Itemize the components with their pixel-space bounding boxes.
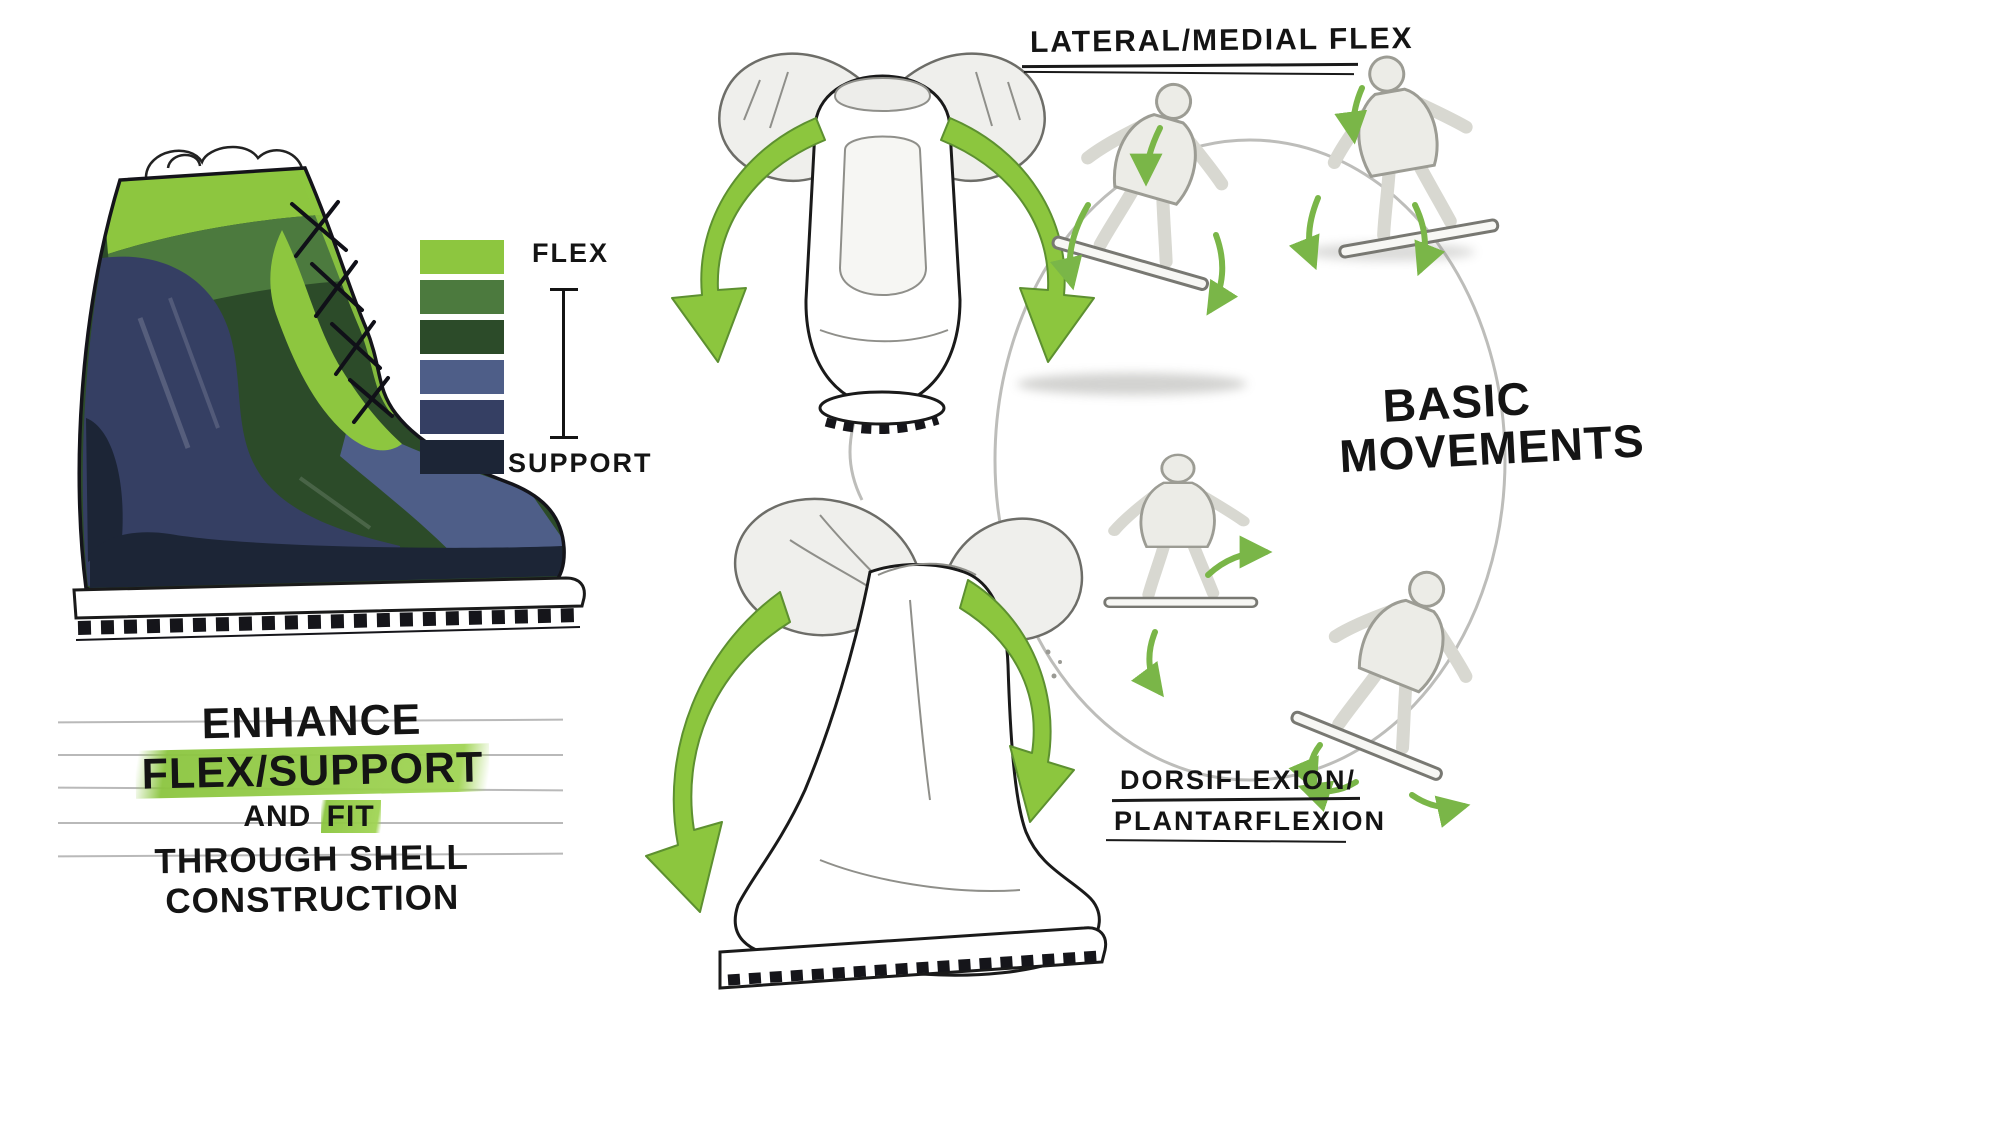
legend-swatch-navy <box>420 400 504 434</box>
snowboarder-top-left <box>1052 64 1258 291</box>
movement-cycle-ring <box>993 138 1507 782</box>
basic-movements-label: BASIC MOVEMENTS <box>1336 372 1646 482</box>
legend-swatch-support-dark-navy <box>420 440 504 474</box>
legend-scale-line <box>562 288 565 438</box>
rule-line <box>58 822 563 824</box>
flex-support-boot-illustration <box>72 145 586 641</box>
legend-swatch-flex-light-green <box>420 240 504 274</box>
legend-swatch-slate-blue <box>420 360 504 394</box>
lateral-flex-arrow-left <box>671 117 826 363</box>
medial-flex-arrow-right <box>940 117 1095 363</box>
legend-scale-bottom-cap <box>550 436 578 439</box>
caption-flex-support-highlight: FLEX/SUPPORT <box>135 743 490 799</box>
caption-fit-highlight: FIT <box>320 800 381 833</box>
caption-and: AND <box>243 800 312 833</box>
caption-enhance: ENHANCE <box>201 695 422 749</box>
boot-back-view <box>671 52 1095 435</box>
flex-support-legend <box>420 240 504 480</box>
boot-laces <box>290 200 394 424</box>
snowboarder-bottom-right <box>1290 545 1510 781</box>
boot-sole <box>72 576 586 641</box>
caption-line-1: ENHANCE FLEX/SUPPORT <box>51 693 573 802</box>
basic-movements-diagram <box>645 0 2000 990</box>
caption-line-3: THROUGH SHELL CONSTRUCTION <box>154 837 470 922</box>
dorsiflexion-arrow-left <box>645 591 791 913</box>
legend-support-label: SUPPORT <box>508 448 653 478</box>
dorsiflexion-label: DORSIFLEXION/ <box>1120 765 1357 795</box>
lateral-medial-flex-label: LATERAL/MEDIAL FLEX <box>1029 21 1414 60</box>
plantarflexion-arrow-right <box>959 579 1075 823</box>
snowboarder-bottom-left <box>1105 455 1257 607</box>
motion-arrows <box>1049 85 1471 828</box>
plantarflexion-label: PLANTARFLEXION <box>1114 806 1386 836</box>
legend-swatch-medium-green <box>420 280 504 314</box>
legend-swatch-dark-green <box>420 320 504 354</box>
boot-side-view <box>645 497 1108 990</box>
caption: ENHANCE FLEX/SUPPORT AND FIT THROUGH SHE… <box>52 696 572 922</box>
caption-line-2: AND FIT <box>52 800 572 834</box>
boot-flex-zones <box>79 168 565 590</box>
legend-flex-label: FLEX <box>532 238 610 268</box>
snowboarder-top-right <box>1308 43 1499 258</box>
